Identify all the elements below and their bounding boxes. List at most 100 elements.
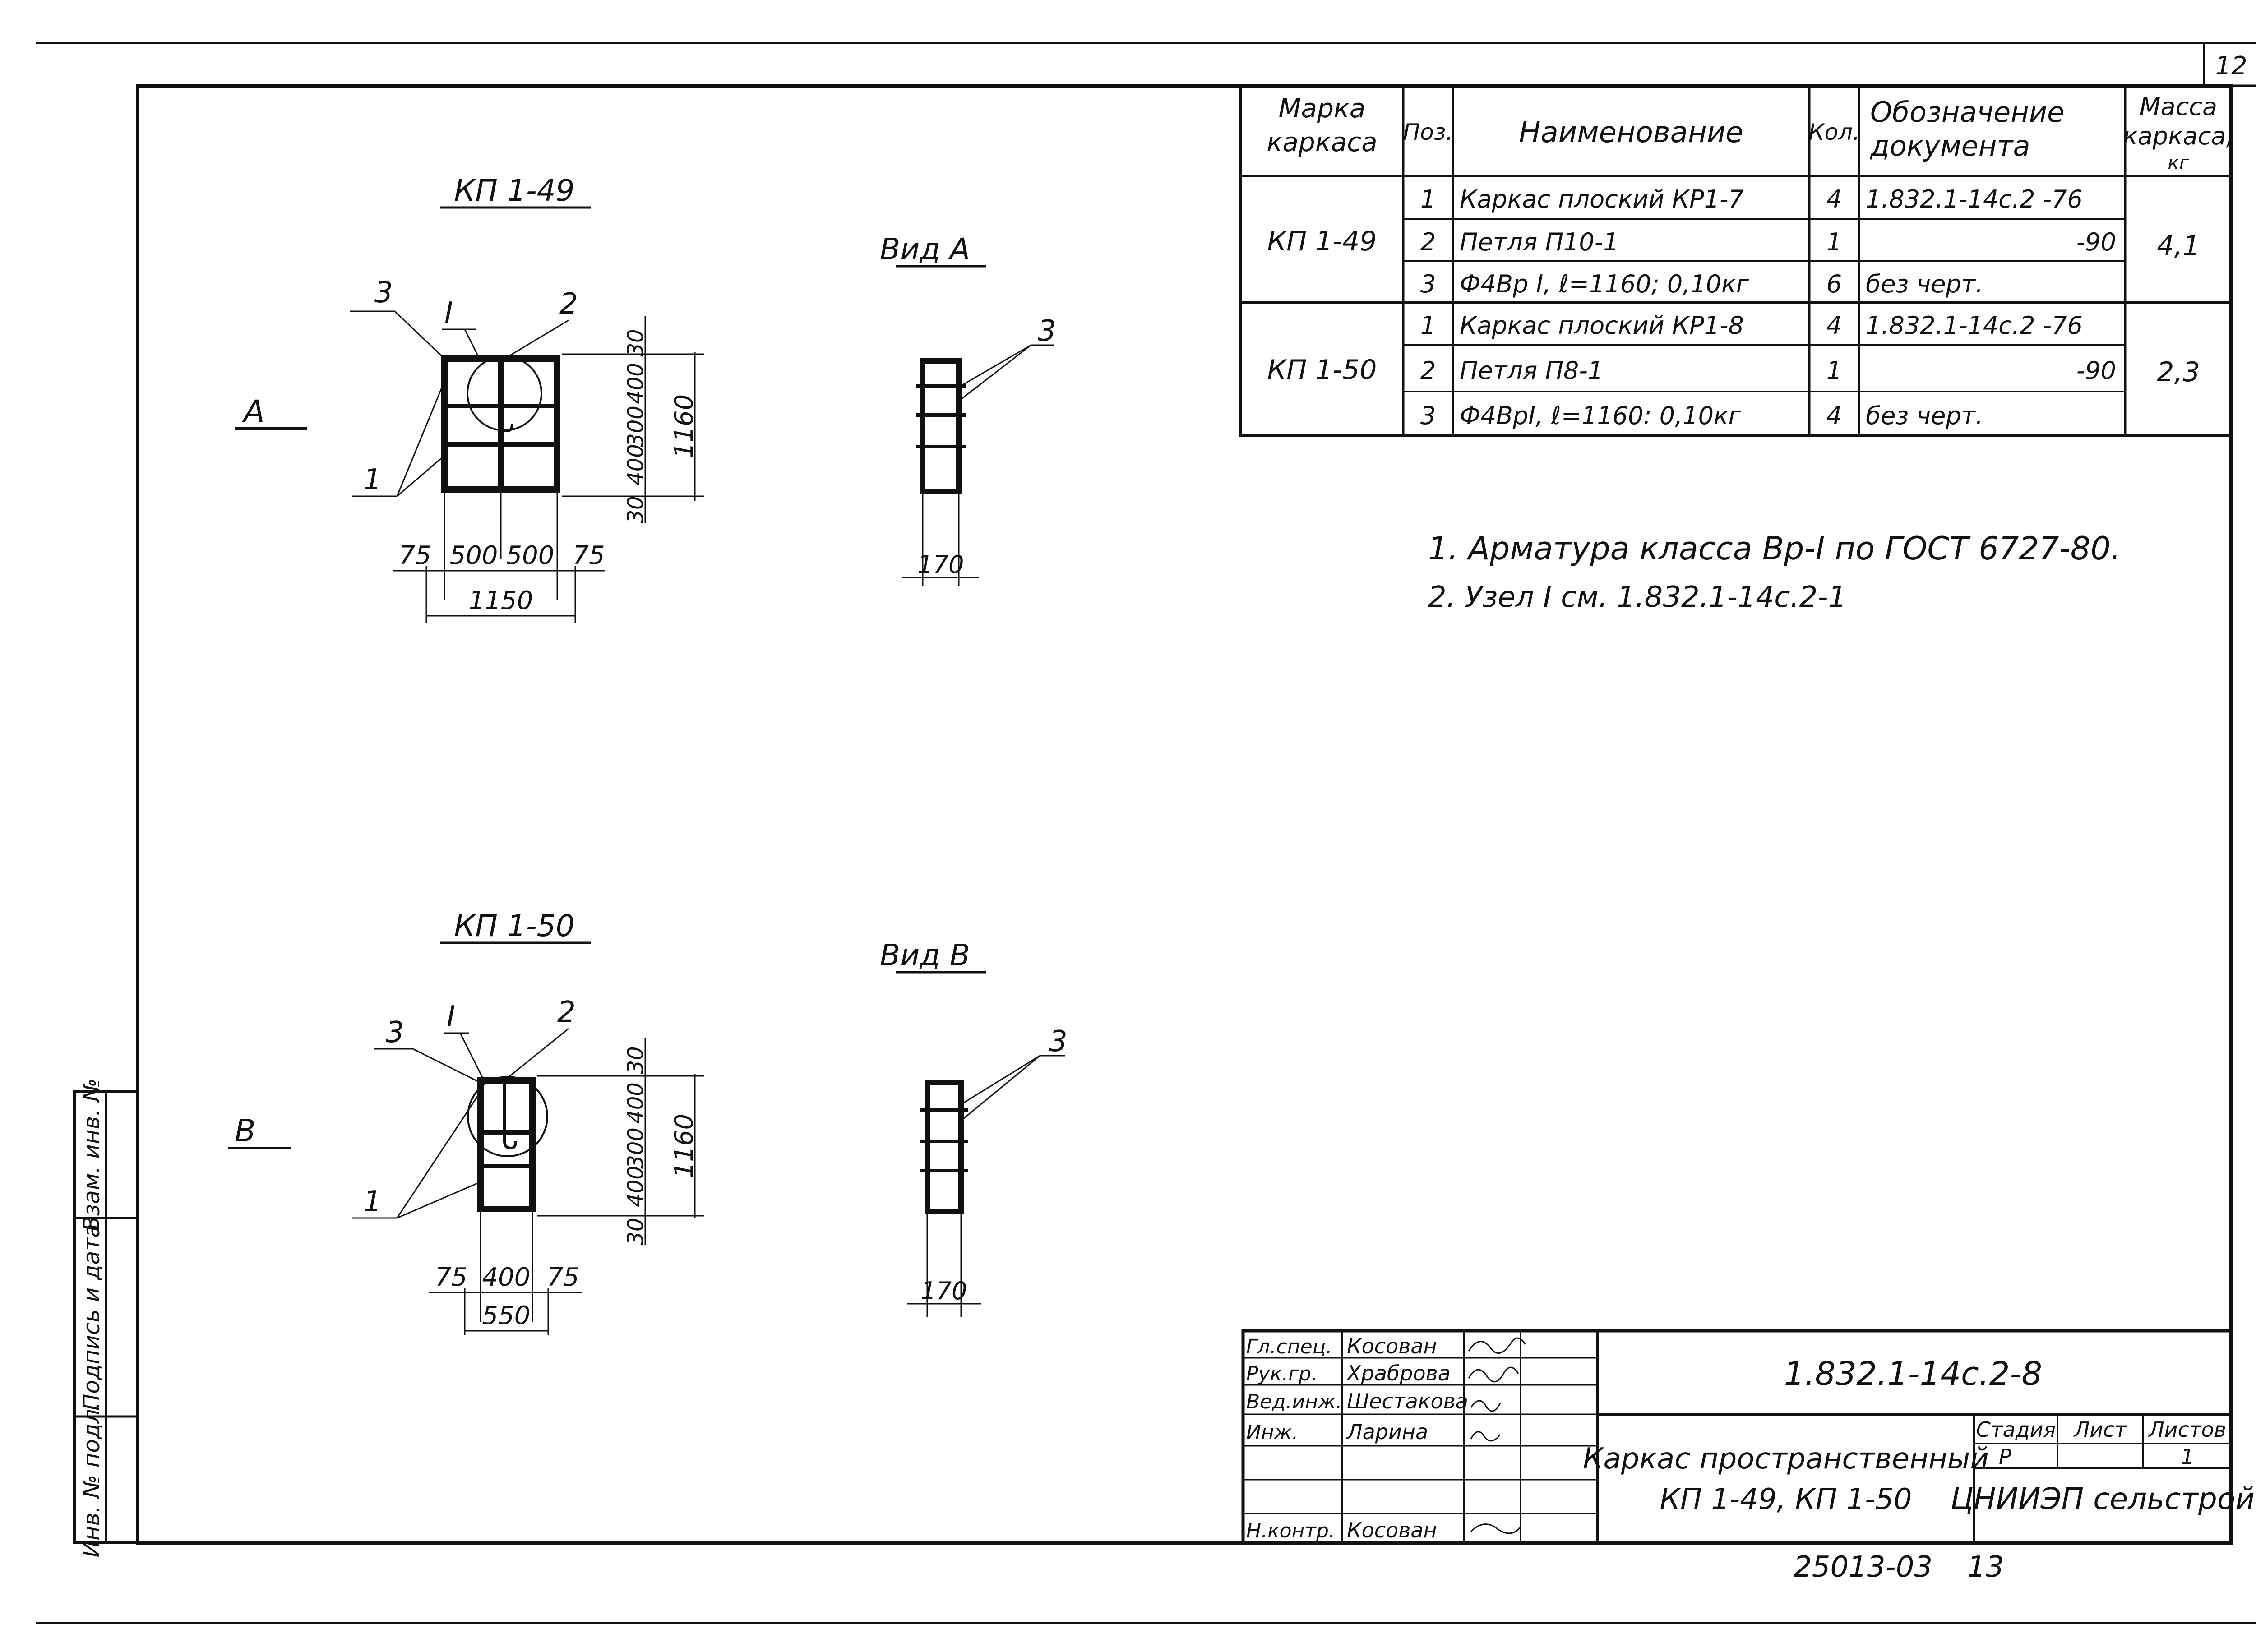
dim-total: 550: [482, 1301, 531, 1330]
row-doc: без черт.: [1866, 401, 1983, 430]
sign-name: Косован: [1347, 1334, 1437, 1358]
dim-total: 1150: [469, 586, 533, 615]
spec-table: Марка каркаса Поз. Наименование Кол. Обо…: [1239, 84, 2234, 437]
drawing-frame: [136, 84, 2233, 1545]
row-pos: 2: [1420, 228, 1436, 256]
lifting-loop: [499, 359, 513, 433]
row-name: Каркас плоский КР1-8: [1460, 311, 1744, 340]
stage-label: Стадия: [1976, 1417, 2056, 1442]
dim-width: 170: [920, 1277, 967, 1305]
row-pos: 1: [1420, 185, 1436, 213]
sheets-label: Листов: [2148, 1417, 2226, 1442]
row-doc: 1.832.1-14с.2 -76: [1866, 185, 2083, 213]
footer-code: 25013-03: [1794, 1550, 1932, 1584]
row-qty: 1: [1826, 228, 1842, 256]
note-2: 2. Узел I см. 1.832.1-14с.2-1: [1428, 581, 1846, 614]
title-line-1: Каркас пространственный: [1583, 1442, 1989, 1476]
hdr-pos: Поз.: [1403, 119, 1453, 145]
dim-500: 500: [506, 541, 555, 570]
group-mark: КП 1-49: [1267, 226, 1377, 257]
side-stamp-label: Инв. № подл.: [79, 1402, 105, 1558]
sheets-value: 1: [2181, 1444, 2194, 1469]
dim-v-30: 30: [623, 1046, 648, 1074]
view-a: Вид А 170 3: [880, 232, 1056, 586]
group-mark: КП 1-50: [1267, 354, 1377, 386]
row-name: Петля П8-1: [1460, 356, 1603, 385]
sign-role: Рук.гр.: [1246, 1362, 1318, 1385]
view-v: Вид В 170 3: [880, 938, 1068, 1317]
doc-code: 1.832.1-14с.2-8: [1784, 1355, 2042, 1393]
view-title: КП 1-49: [454, 173, 574, 208]
hdr-mark-2: каркаса: [1267, 127, 1377, 157]
hdr-name: Наименование: [1519, 116, 1743, 149]
signature-scribble: [1470, 1431, 1501, 1442]
view-title: Вид А: [880, 232, 970, 267]
hdr-qty: Кол.: [1808, 119, 1860, 145]
side-stamp: Инв. № подл. Подпись и дата Взам. инв. №: [73, 1078, 139, 1558]
row-doc: без черт.: [1866, 270, 1983, 298]
dim-v-400: 400: [623, 444, 648, 485]
view-arrow-label: А: [242, 394, 265, 429]
view-kp-1-49: КП 1-49 А 3 I 2 1 75 500 500: [235, 173, 704, 623]
callout-3: 3: [386, 1016, 404, 1049]
view-kp-1-50: КП 1-50 В 3 I 2 1 75 400 75 550 30: [228, 909, 704, 1335]
row-qty: 6: [1826, 270, 1842, 298]
group-mass: 2,3: [2157, 356, 2200, 388]
dim-500: 500: [450, 541, 498, 570]
side-stamp-label: Подпись и дата: [79, 1224, 105, 1411]
row-qty: 4: [1826, 401, 1842, 430]
org-name: ЦНИИЭП сельстрой: [1951, 1481, 2255, 1516]
dim-75: 75: [547, 1263, 579, 1292]
dim-v-400: 400: [623, 363, 648, 404]
dim-v-30: 30: [623, 496, 648, 523]
callout-I: I: [447, 1000, 455, 1034]
signature-scribble: [1468, 1337, 1526, 1354]
dim-v-400: 400: [623, 1082, 648, 1124]
note-1: 1. Арматура класса Вр-I по ГОСТ 6727-80.: [1428, 530, 2121, 567]
detail-circle: [467, 1076, 548, 1157]
hdr-doc-2: документа: [1870, 129, 2030, 162]
hdr-mass-3: кг: [2168, 152, 2189, 174]
title-block: Гл.спец. Косован Рук.гр. Храброва Вед.ин…: [1241, 1329, 2255, 1545]
row-name: Ф4Вр I, ℓ=1160; 0,10кг: [1460, 270, 1749, 298]
dim-v-300: 300: [623, 1127, 648, 1169]
row-pos: 3: [1420, 401, 1436, 430]
row-qty: 4: [1826, 185, 1842, 213]
view-title: Вид В: [880, 938, 970, 973]
hdr-doc-1: Обозначение: [1870, 96, 2064, 129]
dim-v-30: 30: [623, 329, 648, 356]
row-name: Ф4ВрI, ℓ=1160: 0,10кг: [1460, 401, 1742, 430]
row-doc: 1.832.1-14с.2 -76: [1866, 311, 2083, 340]
sheet-number: 12: [2215, 51, 2247, 81]
lifting-loop: [503, 1080, 517, 1150]
row-doc: -90: [2076, 228, 2116, 256]
side-stamp-label: Взам. инв. №: [79, 1078, 105, 1231]
signature-scribble: [1470, 1523, 1521, 1534]
sign-role: Н.контр.: [1246, 1519, 1335, 1542]
row-qty: 1: [1826, 356, 1842, 385]
dim-v-300: 300: [623, 406, 648, 447]
callout-2: 2: [559, 287, 578, 321]
sign-role: Вед.инж.: [1246, 1390, 1342, 1413]
row-doc: -90: [2076, 356, 2116, 385]
hdr-mass-2: каркаса,: [2123, 122, 2234, 150]
sign-role: Инж.: [1246, 1421, 1298, 1444]
row-pos: 2: [1420, 356, 1436, 385]
callout-3: 3: [1038, 314, 1056, 348]
callout-I: I: [444, 296, 453, 330]
dim-400: 400: [482, 1263, 531, 1292]
dim-75: 75: [573, 541, 605, 570]
row-pos: 1: [1420, 311, 1436, 340]
detail-circle: [467, 355, 542, 431]
dim-75: 75: [399, 541, 431, 570]
row-pos: 3: [1420, 270, 1436, 298]
hdr-mark-1: Марка: [1279, 93, 1366, 124]
title-line-2: КП 1-49, КП 1-50: [1660, 1483, 1912, 1516]
row-name: Каркас плоский КР1-7: [1460, 185, 1744, 213]
callout-2: 2: [557, 996, 576, 1029]
footer-page: 13: [1967, 1550, 2004, 1584]
stage-value: Р: [1999, 1444, 2011, 1469]
signature-scribble: [1468, 1366, 1519, 1383]
row-qty: 4: [1826, 311, 1842, 340]
